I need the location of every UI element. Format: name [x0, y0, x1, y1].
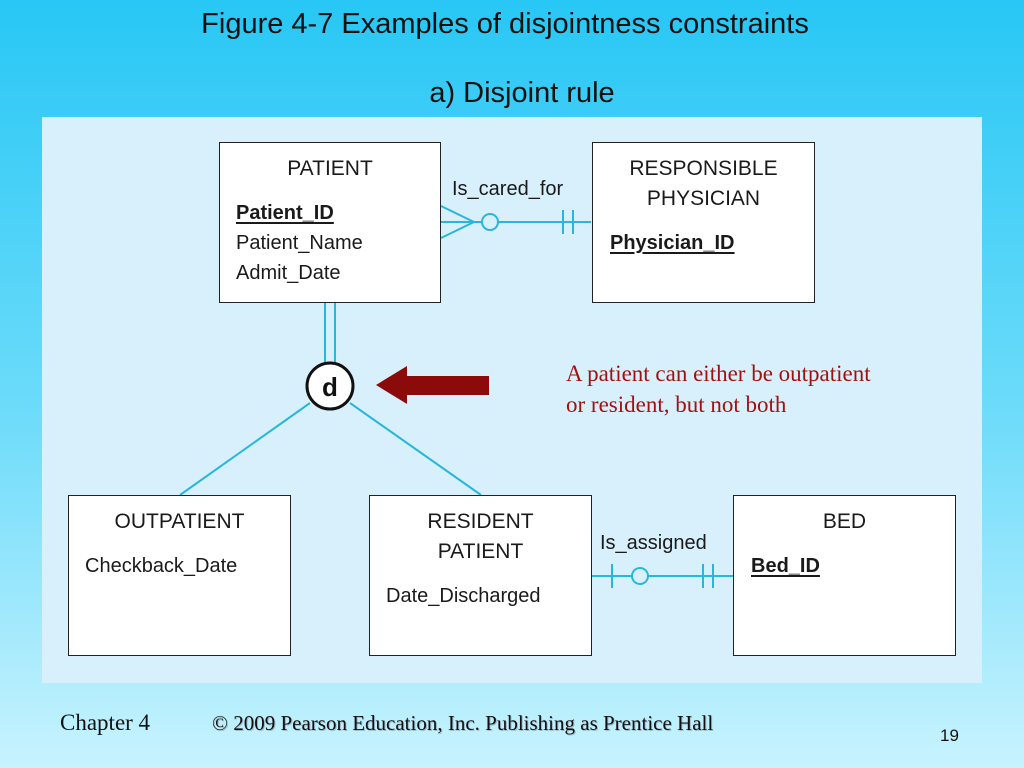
entity-name-line1: RESIDENT: [427, 510, 534, 533]
footer-copyright: © 2009 Pearson Education, Inc. Publishin…: [212, 711, 714, 735]
entity-resident-patient: RESIDENT PATIENT Date_Discharged: [369, 495, 592, 656]
annotation-line-1: A patient can either be outpatient: [566, 361, 871, 386]
subtype-line-resident: [349, 402, 482, 496]
annotation-line-2: or resident, but not both: [566, 392, 787, 417]
checkback-date-attr: Checkback_Date: [85, 555, 238, 577]
subtype-line-outpatient: [179, 402, 311, 496]
crow-foot-lower: [440, 221, 475, 239]
entity-name: OUTPATIENT: [114, 510, 245, 533]
date-discharged-attr: Date_Discharged: [386, 585, 541, 607]
entity-responsible-physician: RESPONSIBLE PHYSICIAN Physician_ID: [592, 142, 815, 303]
slide-title: Figure 4-7 Examples of disjointness cons…: [201, 8, 809, 40]
optional-circle: [481, 213, 499, 231]
patient-id-attr: Patient_ID: [236, 202, 334, 224]
footer-chapter: Chapter 4: [60, 710, 151, 735]
entity-name-line2: PHYSICIAN: [646, 187, 761, 210]
entity-patient: PATIENT Patient_ID Patient_Name Admit_Da…: [219, 142, 441, 303]
page-number: 19: [940, 726, 959, 745]
annotation-note: A patient can either be outpatient or re…: [566, 358, 966, 420]
crow-foot-upper: [440, 205, 475, 223]
entity-bed: BED Bed_ID: [733, 495, 956, 656]
relationship-is-assigned: Is_assigned: [600, 532, 707, 554]
entity-name-line1: RESPONSIBLE: [629, 157, 778, 180]
assigned-optional-circle: [631, 567, 649, 585]
entity-outpatient: OUTPATIENT Checkback_Date: [68, 495, 291, 656]
disjoint-circle: [305, 361, 355, 411]
admit-date-attr: Admit_Date: [236, 262, 341, 284]
annotation-arrow: [376, 366, 489, 404]
physician-id-attr: Physician_ID: [610, 232, 735, 254]
entity-name: BED: [822, 510, 867, 533]
relationship-is-cared-for: Is_cared_for: [452, 178, 564, 200]
entity-name-line2: PATIENT: [437, 540, 524, 563]
disjoint-symbol: d: [322, 372, 338, 402]
slide-subtitle: a) Disjoint rule: [429, 77, 615, 109]
bed-id-attr: Bed_ID: [751, 555, 820, 577]
patient-name-attr: Patient_Name: [236, 232, 363, 254]
entity-name: PATIENT: [287, 157, 373, 180]
